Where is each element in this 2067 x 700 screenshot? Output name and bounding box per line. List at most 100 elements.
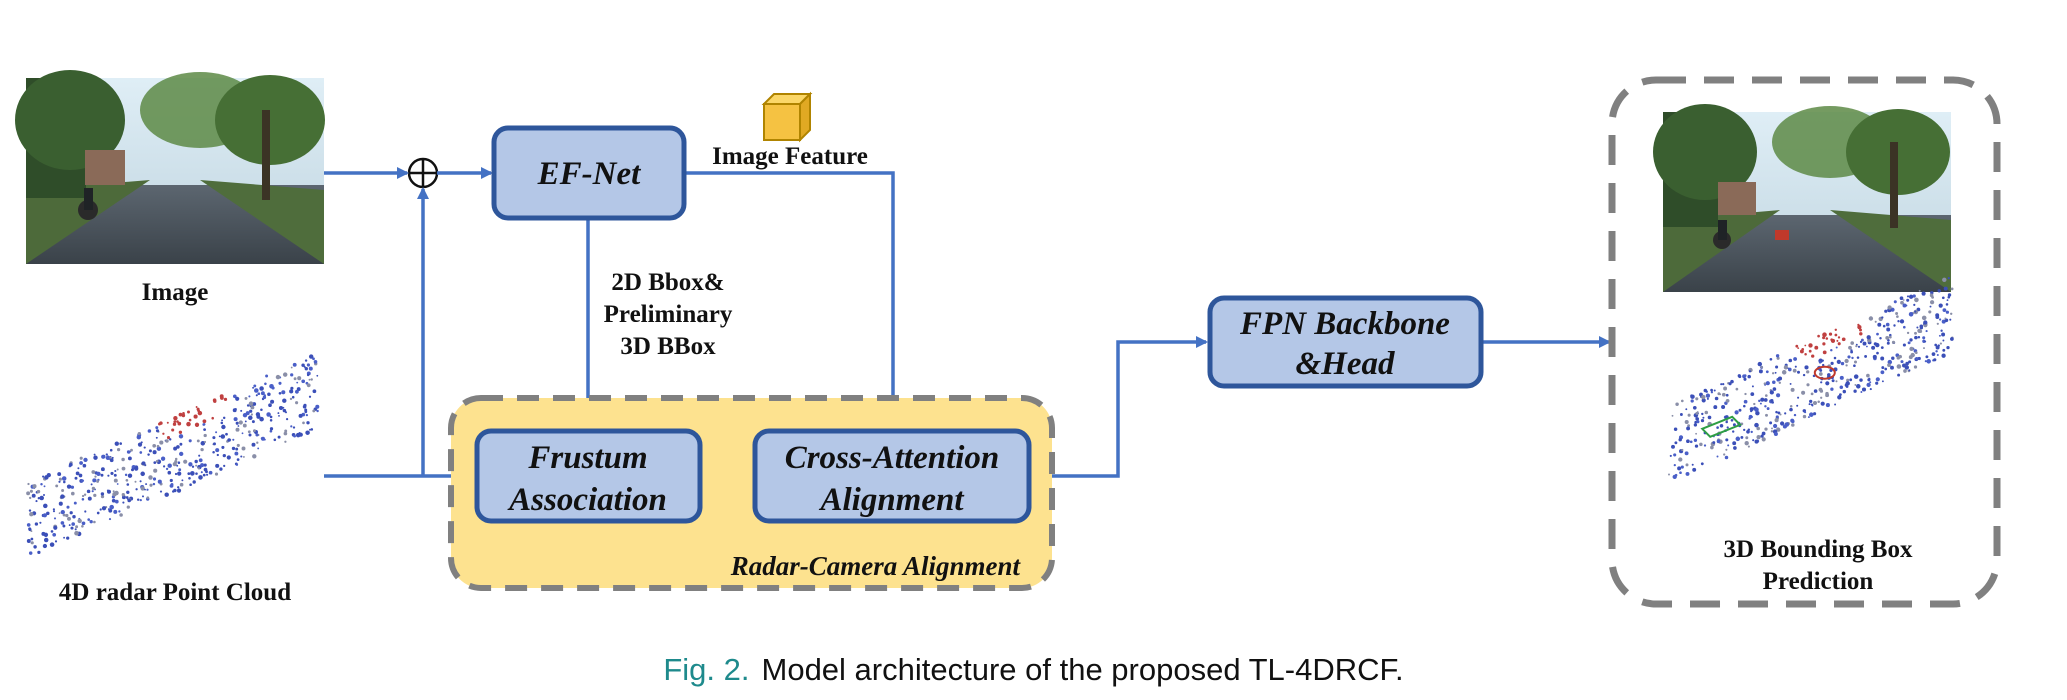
radar-point — [1760, 434, 1764, 438]
radar-point — [1695, 397, 1699, 401]
radar-point — [116, 483, 119, 485]
radar-point — [35, 500, 38, 503]
radar-point — [61, 489, 65, 492]
radar-point — [231, 446, 236, 451]
radar-point — [66, 484, 72, 489]
radar-point — [165, 467, 169, 471]
radar-point — [1906, 298, 1910, 302]
radar-point — [253, 429, 256, 432]
radar-point — [306, 383, 311, 388]
radar-point — [244, 396, 248, 400]
radar-point — [1900, 300, 1904, 305]
radar-point — [1876, 351, 1879, 355]
radar-point — [282, 398, 287, 403]
radar-point — [125, 478, 129, 482]
radar-point — [152, 482, 156, 486]
radar-point — [130, 448, 133, 452]
radar-point — [1733, 446, 1737, 450]
radar-point — [1674, 473, 1678, 477]
radar-point — [269, 429, 273, 433]
radar-point — [1862, 341, 1867, 346]
radar-point — [1675, 402, 1679, 407]
radar-point — [1700, 462, 1704, 466]
radar-point — [257, 392, 261, 396]
radar-point — [203, 440, 207, 444]
radar-point — [244, 420, 247, 423]
radar-point — [1820, 381, 1823, 384]
radar-point — [235, 396, 240, 401]
radar-point — [1793, 413, 1797, 417]
radar-point — [235, 463, 239, 466]
radar-point — [206, 473, 209, 476]
radar-point — [81, 521, 86, 526]
radar-point — [128, 450, 131, 453]
radar-point — [1777, 376, 1783, 381]
radar-point — [1775, 365, 1779, 369]
radar-point — [312, 389, 317, 394]
radar-point — [1834, 328, 1837, 331]
radar-point — [1771, 401, 1774, 404]
radar-point — [278, 405, 284, 411]
radar-point — [131, 468, 134, 472]
radar-point — [166, 436, 171, 440]
radar-point — [1828, 332, 1833, 336]
radar-point — [219, 467, 223, 471]
radar-point — [235, 447, 239, 451]
radar-point — [194, 459, 198, 464]
radar-point — [1716, 426, 1719, 429]
radar-point — [1923, 347, 1925, 350]
radar-point — [1845, 364, 1848, 367]
radar-point — [1804, 352, 1807, 356]
radar-point — [221, 419, 224, 422]
radar-point — [143, 446, 146, 449]
efnet-label: EF-Net — [537, 156, 641, 192]
radar-point — [137, 442, 143, 447]
radar-point — [55, 484, 59, 488]
radar-point — [31, 493, 36, 498]
radar-point — [1789, 404, 1793, 408]
radar-point — [238, 420, 243, 425]
radar-point — [124, 473, 128, 477]
radar-point — [301, 363, 305, 367]
frustum-association-block: Frustum Association — [474, 428, 703, 524]
radar-point — [282, 408, 287, 413]
radar-point — [1908, 360, 1912, 364]
radar-point — [1896, 356, 1901, 360]
radar-point — [126, 483, 130, 486]
radar-point — [252, 386, 255, 389]
radar-point — [1730, 418, 1734, 422]
radar-point — [1775, 410, 1778, 414]
radar-point — [250, 413, 253, 416]
radar-point — [1853, 389, 1857, 393]
radar-point — [26, 539, 31, 543]
radar-point — [296, 387, 301, 392]
radar-point — [308, 395, 312, 398]
radar-point — [281, 390, 286, 395]
radar-point — [1669, 454, 1672, 457]
radar-point — [86, 489, 91, 494]
radar-point — [1765, 370, 1769, 374]
radar-point — [1707, 415, 1712, 420]
radar-point — [1950, 287, 1954, 291]
radar-point — [114, 441, 119, 446]
radar-point — [1899, 319, 1905, 324]
radar-point — [1903, 325, 1906, 329]
radar-point — [1771, 427, 1773, 430]
radar-point — [1846, 378, 1850, 382]
radar-point — [1764, 427, 1768, 431]
radar-point — [96, 511, 100, 515]
radar-point — [282, 406, 285, 409]
radar-point — [1917, 356, 1921, 361]
radar-point — [1924, 340, 1927, 343]
radar-point — [139, 499, 142, 502]
radar-point — [79, 456, 83, 460]
radar-point — [67, 516, 71, 521]
radar-point — [52, 508, 56, 511]
efnet-block: EF-Net — [491, 125, 687, 221]
radar-point — [39, 521, 42, 524]
radar-point — [1871, 345, 1876, 350]
radar-point — [1680, 399, 1684, 403]
radar-point — [304, 410, 308, 414]
radar-point — [1687, 424, 1690, 428]
radar-point — [1802, 414, 1807, 419]
